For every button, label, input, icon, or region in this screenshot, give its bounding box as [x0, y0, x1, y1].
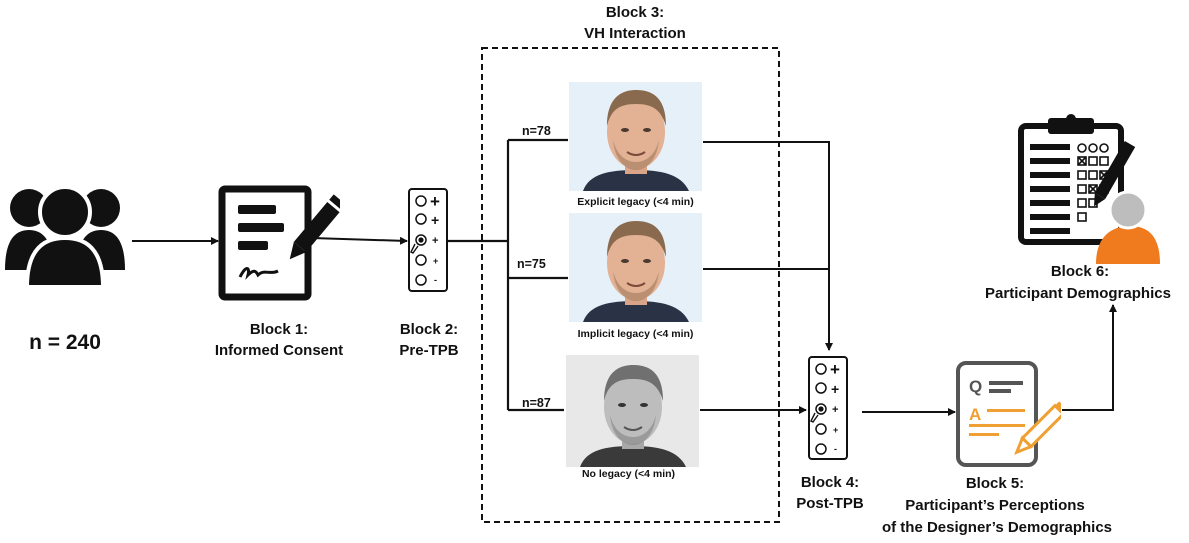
block4-subtitle: Post-TPB — [796, 495, 864, 512]
block2-title: Block 2: — [399, 321, 459, 338]
implicit-caption: Implicit legacy (<4 min) — [577, 328, 694, 340]
demographics-clipboard-icon — [1018, 114, 1160, 264]
block3-title: Block 3: — [605, 4, 665, 21]
block6-title: Block 6: — [1050, 263, 1110, 280]
informed-consent-icon — [218, 185, 340, 301]
arrow-to-pre-tpb — [311, 236, 408, 245]
pre-tpb-likert-icon: + + + + - — [408, 188, 448, 292]
explicit-n-label: n=78 — [522, 124, 551, 138]
arrow-to-block6 — [1062, 304, 1117, 411]
qa-form-icon: Q A — [956, 361, 1061, 467]
nolegacy-vh-photo — [566, 355, 699, 467]
likert-symbol: - — [834, 444, 837, 454]
block5-title: Block 5: — [965, 475, 1025, 492]
post-tpb-likert-icon: + + + + - — [808, 356, 848, 460]
block1-title: Block 1: — [249, 321, 309, 338]
likert-symbol: + — [831, 381, 839, 397]
total-sample-label: n = 240 — [29, 331, 101, 354]
branch-connector — [446, 138, 568, 412]
explicit-to-post-line — [703, 141, 833, 351]
block6-subtitle: Participant Demographics — [985, 285, 1171, 302]
likert-symbol: + — [433, 256, 438, 266]
explicit-vh-photo — [569, 82, 702, 191]
explicit-caption: Explicit legacy (<4 min) — [577, 196, 694, 208]
implicit-vh-photo — [569, 213, 702, 322]
vh-interaction-dashed-box — [481, 47, 780, 523]
likert-symbol: + — [430, 192, 440, 211]
block1-subtitle: Informed Consent — [214, 342, 344, 359]
nolegacy-n-label: n=87 — [522, 396, 551, 410]
likert-symbol: + — [833, 425, 838, 435]
likert-symbol: + — [432, 235, 438, 247]
a-letter: A — [969, 405, 981, 424]
likert-symbol: + — [431, 212, 439, 228]
block4-title: Block 4: — [800, 474, 860, 491]
q-letter: Q — [969, 377, 982, 396]
likert-symbol: + — [830, 360, 840, 379]
block3-subtitle: VH Interaction — [584, 25, 686, 42]
implicit-n-label: n=75 — [517, 257, 546, 271]
likert-symbol: + — [832, 404, 838, 416]
participants-group-icon — [5, 185, 125, 287]
block2-subtitle: Pre-TPB — [399, 342, 459, 359]
block5-line3: of the Designer’s Demographics — [881, 519, 1113, 536]
nolegacy-caption: No legacy (<4 min) — [581, 468, 676, 480]
block5-line2: Participant’s Perceptions — [905, 497, 1085, 514]
likert-symbol: - — [434, 275, 437, 285]
